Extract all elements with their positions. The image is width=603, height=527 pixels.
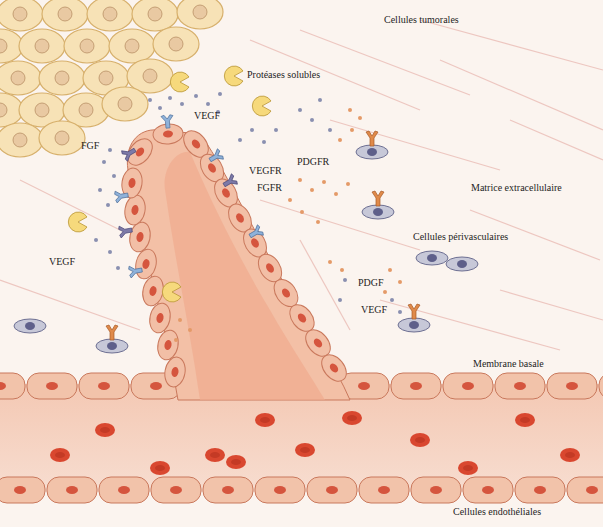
label: VEGF [48,256,76,268]
label: Cellules endothéliales [452,506,542,518]
label: VEGF [360,304,388,316]
label: Protéases solubles [246,69,321,81]
label: PDGF [357,277,385,289]
label: Cellules tumorales [383,14,460,26]
label: FGFR [256,182,283,194]
label: FGF [80,140,100,152]
label: Membrane basale [472,358,545,370]
label: VEGF [193,110,221,122]
label: PDGFR [296,156,330,168]
label: Cellules périvasculaires [412,231,509,243]
label: VEGFR [248,165,283,177]
label: Matrice extracellulaire [470,182,563,194]
